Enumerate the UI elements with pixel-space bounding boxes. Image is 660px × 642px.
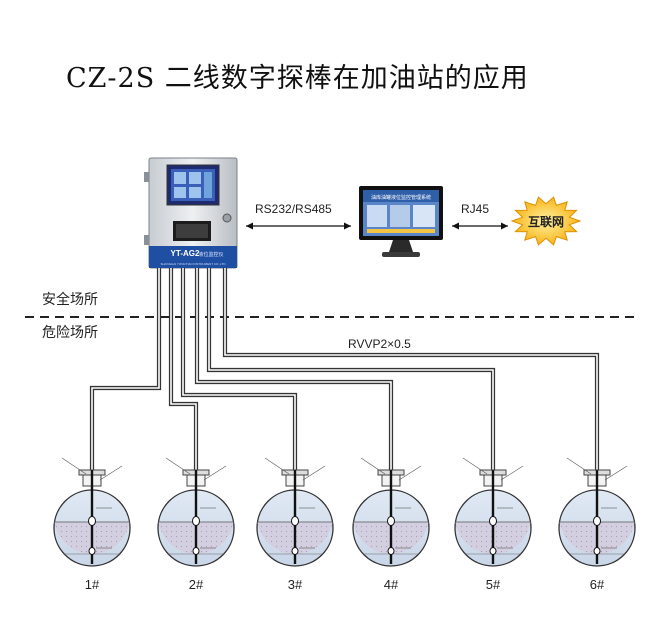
tank-number-label: 5# (486, 577, 501, 592)
cable-run (168, 268, 199, 470)
serial-link-label: RS232/RS485 (255, 202, 332, 216)
cable-spec-label: RVVP2×0.5 (348, 337, 411, 351)
diagram-title: CZ-2S 二线数字探棒在加油站的应用 (66, 63, 529, 94)
cable-group (89, 268, 600, 470)
cable-run (89, 268, 162, 470)
tank-number-label: 3# (288, 577, 303, 592)
cable-run (194, 268, 394, 470)
controller-model: YT-AG2 (171, 249, 200, 258)
tank-number-label: 6# (590, 577, 605, 592)
tank-group: 1# 2# 3# 4# 5# 6# (53, 457, 636, 592)
tank-number-label: 4# (384, 577, 399, 592)
internet-burst: 互联网 (510, 196, 582, 246)
knob-icon (222, 213, 232, 223)
network-link-label: RJ45 (461, 202, 489, 216)
cable-run (206, 268, 496, 470)
cable-run (222, 268, 600, 470)
tank: 5# (454, 457, 532, 592)
tank: 1# (53, 457, 131, 592)
tank-number-label: 1# (85, 577, 100, 592)
monitor-banner: 油库油罐液位监控管理系统 (371, 194, 431, 201)
tank: 3# (256, 457, 334, 592)
internet-label: 互联网 (528, 215, 564, 229)
tank: 4# (352, 457, 430, 592)
cable-run (180, 268, 298, 470)
tank: 2# (157, 457, 235, 592)
controller-unit: YT-AG2 液位监控仪 SHANGHAI YONGTIAN INSTRUMEN… (144, 157, 238, 269)
controller-subtitle: 液位监控仪 (198, 251, 223, 258)
tank: 6# (558, 457, 636, 592)
hazard-zone-label: 危险场所 (42, 324, 98, 340)
monitor-icon: 油库油罐液位监控管理系统 (359, 186, 443, 257)
controller-brand: SHANGHAI YONGTIAN INSTRUMENT CO.,LTD (160, 262, 226, 266)
tank-number-label: 2# (189, 577, 204, 592)
safe-zone-label: 安全场所 (42, 291, 98, 307)
